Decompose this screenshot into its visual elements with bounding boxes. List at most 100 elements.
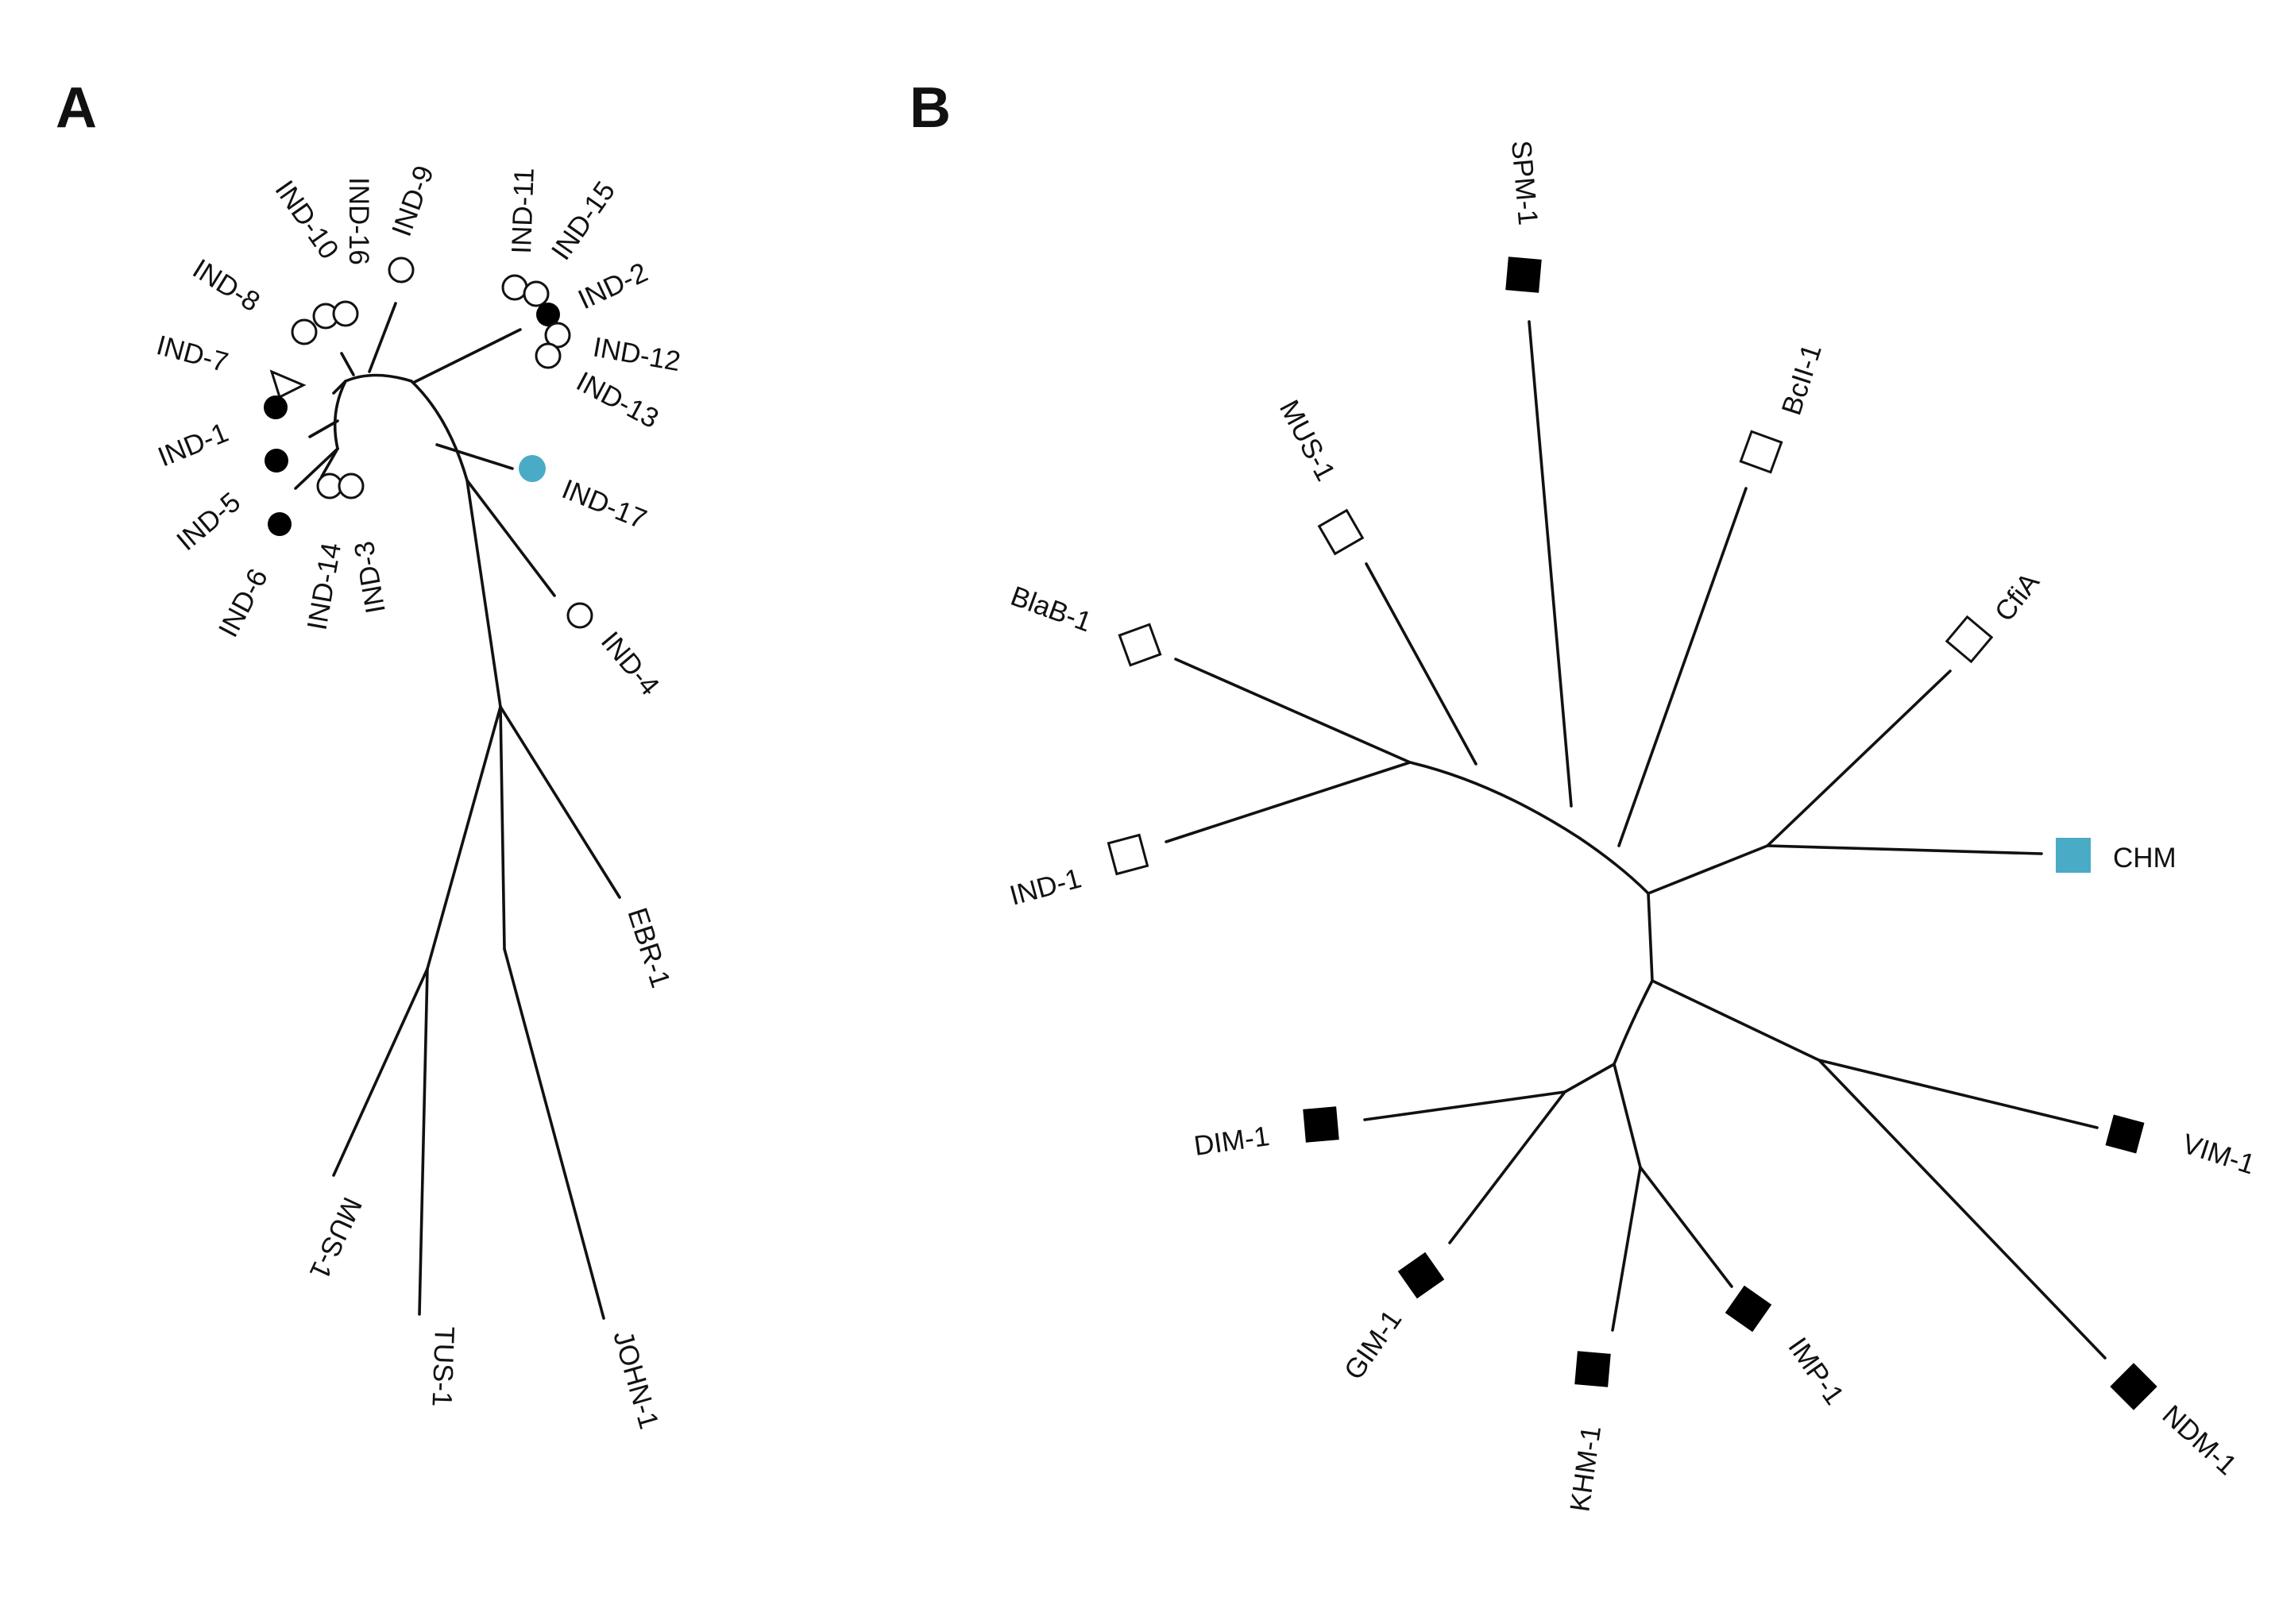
- branch-a-node1: [426, 705, 502, 970]
- label-ind17: IND-17: [558, 473, 651, 535]
- branch-a-mus: [332, 967, 429, 1177]
- branch-b-khm: [1611, 1166, 1642, 1332]
- marker-ndm: [2110, 1363, 2157, 1410]
- label-ebr: EBR-1: [621, 904, 676, 991]
- marker-ind11: [501, 274, 528, 301]
- branch-b-upper-arc-mid: [1578, 836, 1650, 895]
- branch-b-ndm: [1817, 1059, 2107, 1360]
- marker-ind6: [268, 512, 292, 536]
- panel-a-label: A: [56, 76, 97, 140]
- marker-gim: [1397, 1252, 1445, 1299]
- label-ind13: IND-13: [571, 366, 663, 434]
- label-ind8: IND-8: [187, 253, 265, 318]
- panel-b-tree: B: [910, 76, 2258, 1514]
- branch-b-chm: [1766, 844, 2043, 855]
- label-ind6: IND-6: [213, 564, 274, 642]
- label-blab: BlaB-1: [1006, 581, 1095, 638]
- marker-cfia: [1945, 615, 1994, 664]
- marker-blab: [1118, 623, 1162, 667]
- panel-b-branches: [1165, 320, 2107, 1360]
- branch-a-node2: [499, 705, 506, 951]
- branch-b-gim: [1448, 1090, 1566, 1244]
- branch-b-bcii: [1617, 487, 1748, 847]
- label-ind9: IND-9: [386, 162, 440, 241]
- marker-ind9: [388, 257, 415, 284]
- marker-vim: [2105, 1114, 2145, 1154]
- branch-b-mus: [1365, 562, 1477, 766]
- panel-a-markers: [264, 257, 593, 629]
- label-ind7: IND-7: [153, 330, 231, 378]
- branch-b-lower-arc-left: [1613, 979, 1654, 1066]
- branch-b-dim: [1363, 1090, 1566, 1121]
- marker-ind2: [536, 303, 560, 326]
- label-imp: IMP-1: [1782, 1332, 1849, 1410]
- branch-a-ind2-clade: [411, 328, 522, 384]
- branch-b-ind1: [1165, 761, 1412, 843]
- label-khm: KHM-1: [1564, 1424, 1607, 1514]
- label-vim: VIM-1: [2179, 1128, 2259, 1181]
- label-mus-a: MUS-1: [303, 1193, 368, 1284]
- label-ind15: IND-15: [546, 176, 622, 265]
- panel-a-branches: [294, 302, 621, 1320]
- branch-b-blab: [1174, 658, 1412, 764]
- label-spm: SPM-1: [1505, 139, 1543, 226]
- branch-a-ebr: [499, 705, 621, 899]
- marker-mus-b: [1317, 508, 1365, 556]
- label-tus: TUS-1: [426, 1326, 460, 1407]
- label-ind11: IND-11: [506, 168, 540, 255]
- marker-khm: [1574, 1351, 1611, 1387]
- branch-a-ind1: [308, 419, 339, 438]
- branch-a-ind14: [294, 447, 339, 490]
- branch-b-center: [1647, 892, 1654, 982]
- panel-a-tree: A: [56, 76, 683, 1433]
- marker-ind1-b: [1107, 833, 1149, 876]
- marker-spm: [1505, 257, 1542, 293]
- label-ndm: NDM-1: [2157, 1399, 2242, 1481]
- label-chm: CHM: [2113, 843, 2177, 874]
- branch-b-node: [1613, 1063, 1642, 1169]
- branch-b-dim-gim-stem: [1563, 1063, 1616, 1094]
- label-cfia: CfiA: [1989, 566, 2046, 627]
- marker-ind3: [338, 473, 365, 500]
- branch-b-cfia: [1766, 669, 1952, 847]
- label-ind3: IND-3: [349, 539, 392, 616]
- label-john: JOHN-1: [607, 1327, 664, 1432]
- marker-ind10: [291, 318, 318, 345]
- branch-a-ind16: [340, 352, 355, 376]
- marker-dim: [1303, 1106, 1339, 1143]
- branch-b-upper-arc-left: [1408, 761, 1581, 839]
- marker-imp: [1725, 1285, 1772, 1333]
- marker-ind4: [566, 602, 593, 629]
- marker-ind7: [269, 369, 307, 399]
- label-ind1: IND-1: [153, 417, 232, 473]
- label-ind12: IND-12: [591, 331, 683, 377]
- branch-a-ind17: [435, 443, 514, 470]
- label-dim: DIM-1: [1192, 1121, 1272, 1162]
- label-ind1-b: IND-1: [1006, 862, 1084, 911]
- marker-ind16: [332, 300, 359, 327]
- branch-b-vim-clade: [1651, 979, 1821, 1062]
- label-ind4: IND-4: [595, 626, 666, 701]
- label-ind2: IND-2: [574, 257, 652, 315]
- branch-a-node3: [465, 479, 502, 708]
- branch-a-lower-arc: [333, 380, 347, 450]
- branch-a-ind4: [465, 479, 556, 597]
- marker-chm: [2056, 838, 2091, 873]
- marker-ind1: [264, 395, 288, 419]
- branch-b-imp: [1639, 1166, 1733, 1288]
- branch-b-spm: [1528, 320, 1573, 808]
- label-ind14: IND-14: [301, 540, 347, 632]
- panel-b-labels: SPM-1 BcII-1 MUS-1 CfiA BlaB-1 IND-1 CHM…: [1006, 139, 2258, 1514]
- marker-bcii: [1739, 430, 1783, 474]
- marker-ind15: [523, 280, 550, 307]
- branch-a-john: [503, 947, 605, 1320]
- label-bcii: BcII-1: [1776, 340, 1828, 419]
- panel-b-label: B: [910, 76, 951, 140]
- label-ind5: IND-5: [171, 486, 246, 557]
- branch-b-vim: [1817, 1059, 2099, 1129]
- label-gim: GIM-1: [1338, 1305, 1408, 1386]
- branch-a-node4: [410, 380, 469, 482]
- panel-b-markers: [1107, 257, 2157, 1410]
